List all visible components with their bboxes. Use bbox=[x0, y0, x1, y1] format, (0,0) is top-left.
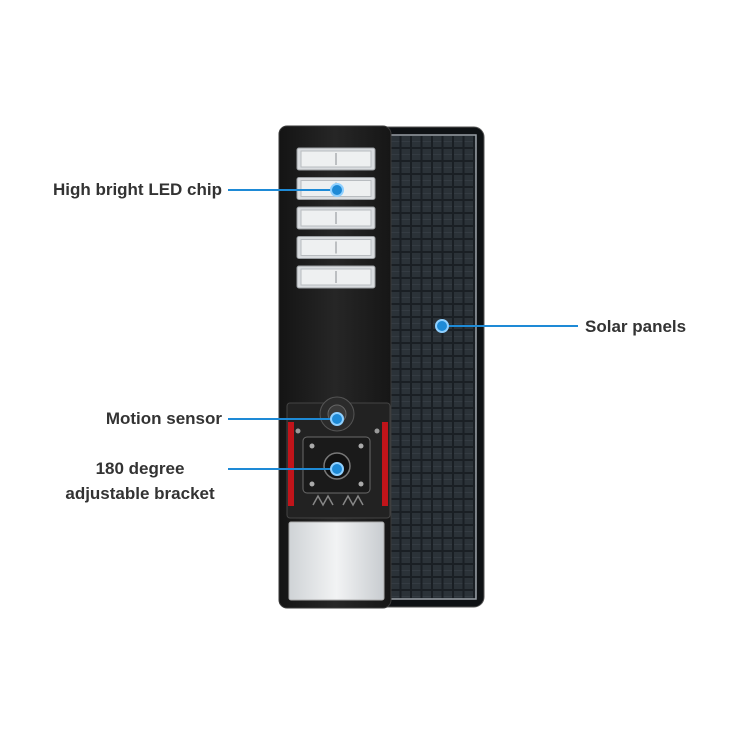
lamp-body bbox=[278, 125, 392, 609]
sensor-screw-right bbox=[374, 428, 380, 434]
bracket-red-trim-right bbox=[382, 422, 388, 506]
led-chip-label: High bright LED chip bbox=[52, 180, 222, 199]
bracket-m-mark-left bbox=[312, 494, 334, 507]
motion-sensor-label: Motion sensor bbox=[105, 409, 222, 428]
callout-dot-led bbox=[330, 183, 344, 197]
bracket-label: 180 degree adjustable bracket bbox=[50, 456, 230, 506]
bracket-label-line-1: 180 degree bbox=[95, 459, 185, 478]
led-module-group bbox=[296, 147, 376, 289]
callouts bbox=[228, 183, 578, 476]
callout-dot-sensor bbox=[330, 412, 344, 426]
callout-dot-solar bbox=[435, 319, 449, 333]
solar-panel bbox=[377, 126, 485, 608]
sensor-screw-left bbox=[295, 428, 301, 434]
bracket-label-line-2: adjustable bracket bbox=[65, 484, 215, 503]
callout-dot-bracket bbox=[330, 462, 344, 476]
bracket-screw-4 bbox=[358, 481, 364, 487]
bracket-screw-2 bbox=[358, 443, 364, 449]
solar-panels-label: Solar panels bbox=[585, 317, 687, 336]
bracket-screw-1 bbox=[309, 443, 315, 449]
solar-panel-cells bbox=[389, 134, 477, 600]
bracket-red-trim-left bbox=[288, 422, 294, 506]
lower-lens bbox=[288, 521, 385, 601]
bracket-m-mark-right bbox=[342, 494, 364, 507]
bracket-screw-3 bbox=[309, 481, 315, 487]
